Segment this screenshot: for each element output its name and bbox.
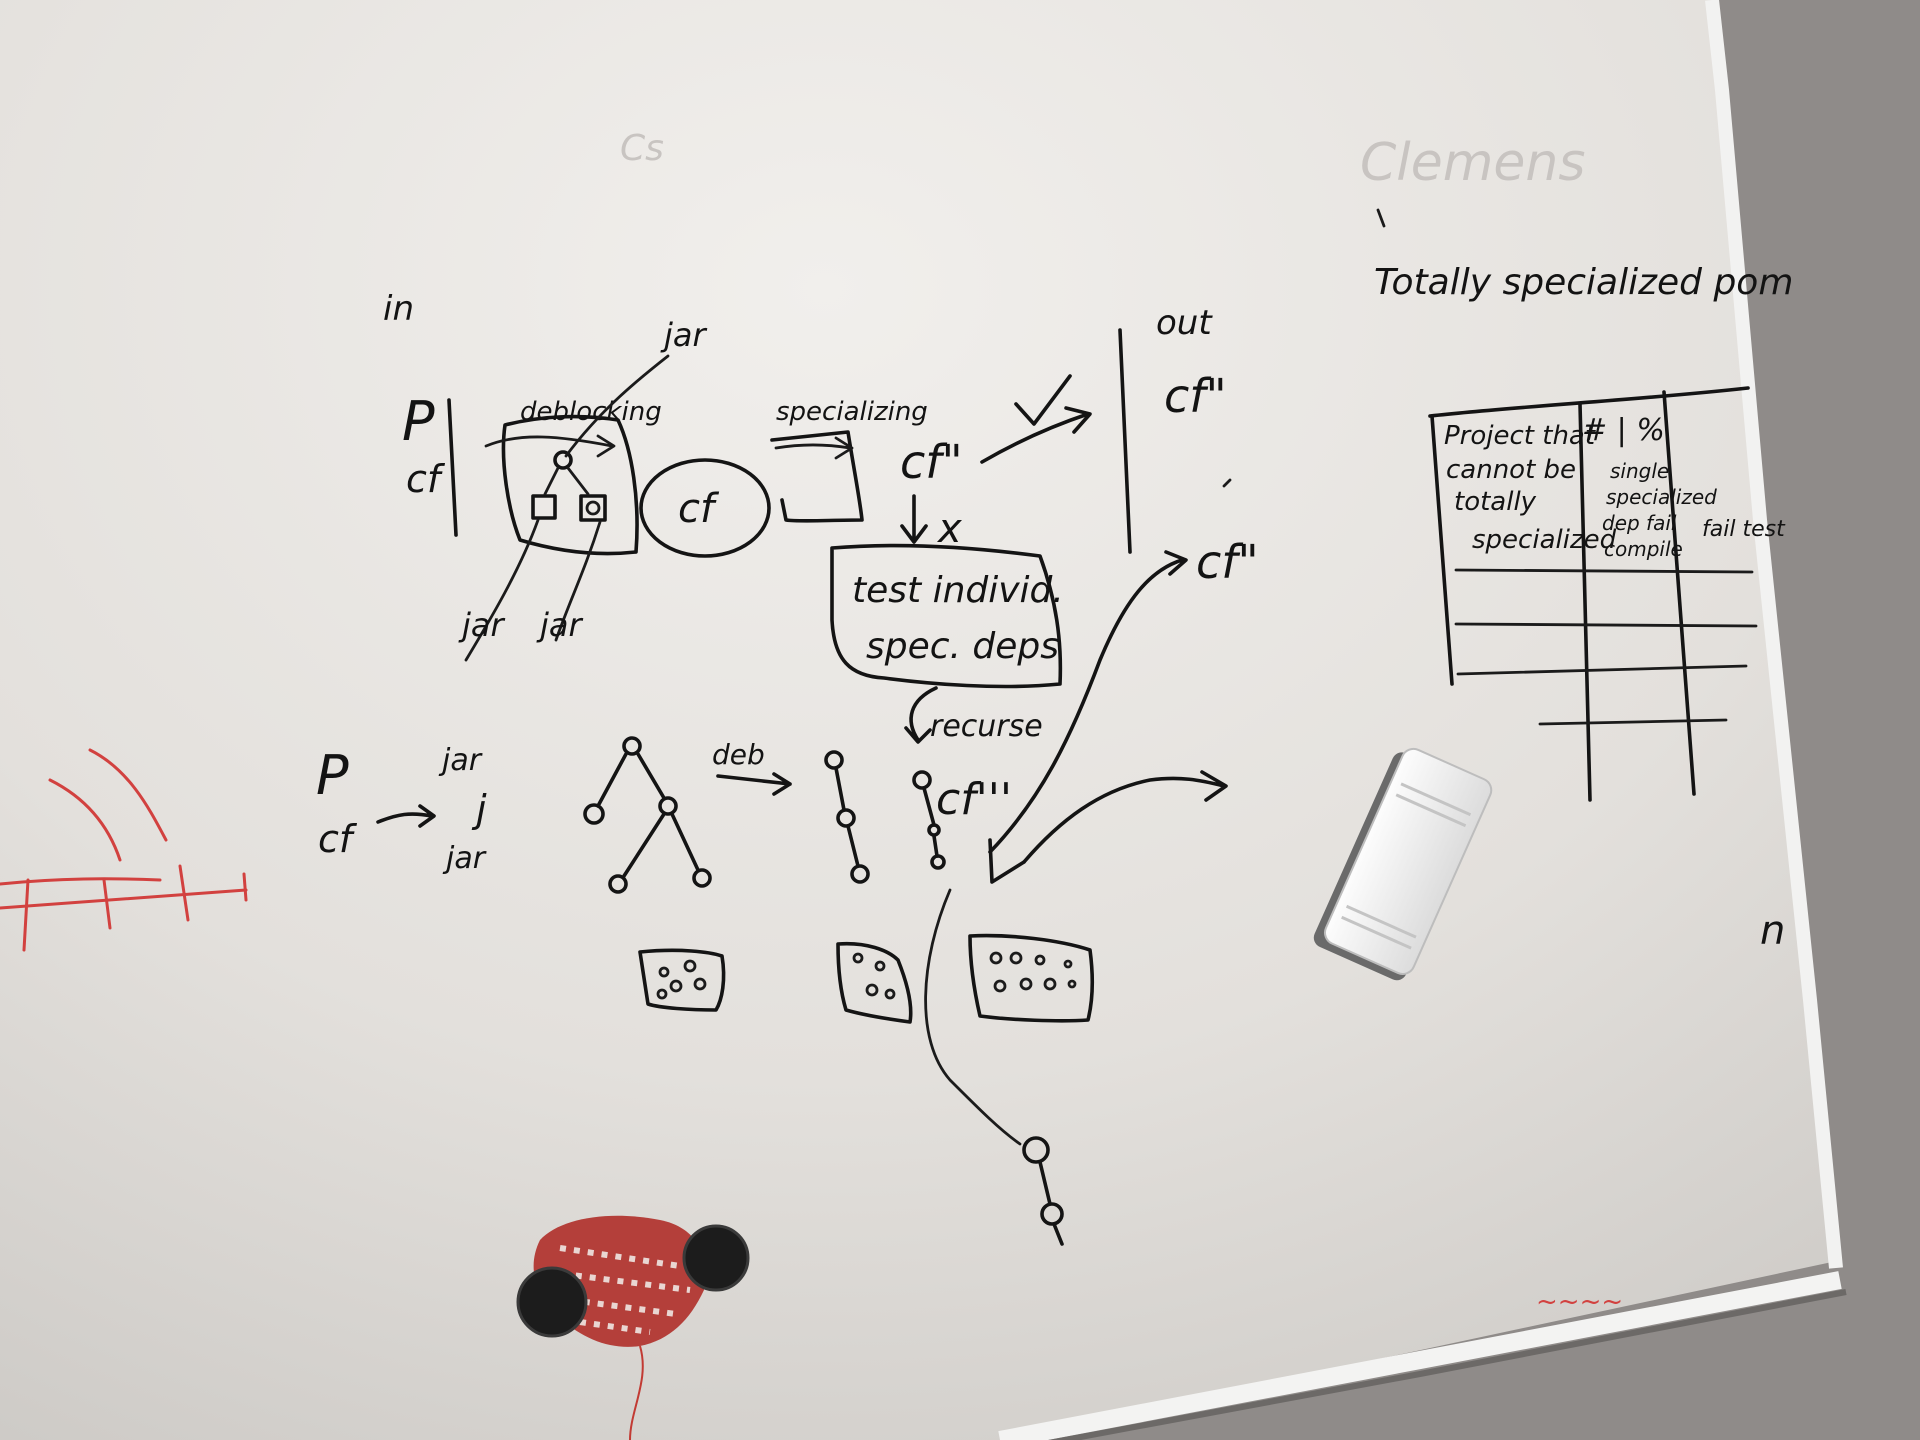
- tree-edge: [596, 752, 628, 808]
- jar-node-right-dot: [585, 500, 601, 516]
- ghost-text: Clemens: [1360, 133, 1585, 193]
- dice-box-3: [968, 933, 1094, 1023]
- tree-root-node: [553, 450, 573, 470]
- bottom-red-text: ~~~~: [1536, 1287, 1623, 1317]
- tree-edge: [636, 752, 666, 800]
- whiteboard-frame-bottom: [998, 1271, 1842, 1440]
- tree-edge: [566, 466, 590, 496]
- deb-arrow: [716, 772, 792, 796]
- tree-edge: [622, 812, 666, 878]
- deblocking-arrow: [484, 434, 616, 458]
- table-col3-header: fail test: [1702, 517, 1786, 542]
- dice-box-2: [836, 941, 913, 1024]
- bottom-chain-node: [1022, 1136, 1050, 1164]
- specializing-label: specializing: [776, 397, 928, 427]
- cf-to-out-arrow: [980, 406, 1092, 464]
- red-marker-scribble: [0, 748, 248, 952]
- specializing-box: [770, 430, 864, 523]
- jar-right-label: jar: [536, 606, 584, 644]
- lower-cf-label: cf: [318, 817, 358, 861]
- chain-node: [824, 750, 844, 770]
- chain-node: [912, 770, 932, 790]
- cf-double-prime-label: cf": [900, 435, 963, 489]
- chain-node: [850, 864, 870, 884]
- whiteboard-eraser[interactable]: [1311, 742, 1495, 985]
- table-col1-header: Project that cannot be totally specializ…: [1444, 421, 1617, 555]
- tree-node: [608, 874, 628, 894]
- right-panel-heading: Totally specialized pom: [1374, 262, 1793, 303]
- chain-node: [836, 808, 856, 828]
- tree-node: [583, 803, 605, 825]
- cf-circle: [639, 458, 771, 558]
- bottom-chain-node: [1040, 1202, 1064, 1226]
- whiteboard-frame-right: [1705, 0, 1843, 1269]
- input-bracket: [447, 398, 458, 537]
- checkmark: [1014, 374, 1072, 426]
- test-box-line2: spec. deps: [866, 626, 1059, 667]
- whiteboard-frame-bottom-shadow: [1048, 1289, 1847, 1440]
- bottom-chain-edge: [1038, 1160, 1052, 1206]
- descending-line: [924, 888, 1022, 1146]
- test-individ-box: [830, 543, 1063, 689]
- jar-top-label: jar: [660, 316, 708, 354]
- tree-node: [622, 736, 642, 756]
- v-bracket: [988, 838, 1026, 884]
- jar-left-pointer: [464, 518, 540, 662]
- tree-edge: [543, 466, 560, 496]
- lower-jar-3: jar: [442, 841, 487, 876]
- right-arrow-curve: [1022, 770, 1228, 864]
- test-box-line1: test individ.: [852, 570, 1064, 611]
- heading-tick: [1376, 208, 1386, 228]
- n-mark: n: [1760, 908, 1785, 954]
- magnet-left: [516, 1266, 588, 1338]
- whiteboard-surface: [0, 0, 1832, 1440]
- lower-p-label: P: [316, 744, 349, 807]
- p-label: P: [402, 390, 435, 453]
- cf-triple-prime-label: cf''': [936, 774, 1012, 825]
- deblocking-label: deblocking: [520, 397, 662, 427]
- bottom-chain-edge: [1052, 1222, 1064, 1246]
- table-col2-sub: single specialized dep fail compile: [1602, 459, 1723, 561]
- down-arrow: [900, 494, 928, 544]
- long-curve-to-cf: [988, 550, 1188, 854]
- magnet-right: [682, 1224, 750, 1292]
- in-label: in: [383, 289, 414, 329]
- cf-circle-label: cf: [678, 486, 720, 532]
- out-label: out: [1156, 303, 1213, 343]
- summary-table: [1428, 386, 1758, 802]
- tick-mark: [1222, 478, 1232, 488]
- deb-label: deb: [712, 738, 765, 771]
- deblocking-box: [501, 414, 639, 556]
- jar-left-label: jar: [458, 606, 506, 644]
- jar-node-right: [579, 494, 607, 522]
- lower-arrow: [376, 804, 436, 828]
- tree-node: [658, 796, 678, 816]
- table-col2-header: # | %: [1582, 413, 1665, 448]
- out-cf-bottom: cf": [1196, 535, 1259, 589]
- dice-box-1: [638, 948, 726, 1012]
- lower-jar-1: jar: [438, 743, 483, 778]
- tree-node: [692, 868, 712, 888]
- chain-edge: [932, 834, 939, 858]
- specializing-arrow: [774, 436, 854, 460]
- ghost-text: Cs: [620, 128, 664, 169]
- jar-top-pointer: [564, 354, 670, 458]
- tree-edge: [670, 812, 700, 872]
- cf-label: cf: [406, 457, 446, 501]
- recurse-arrow: [904, 686, 938, 744]
- chain-edge: [922, 786, 936, 827]
- chain-edge: [846, 824, 860, 868]
- jar-node-left: [531, 494, 557, 520]
- chain-edge: [834, 766, 846, 812]
- jar-right-pointer: [554, 520, 602, 642]
- recurse-label: recurse: [930, 709, 1043, 744]
- output-bracket: [1118, 328, 1132, 554]
- down-arrow-cross: x: [936, 506, 962, 552]
- out-cf-top: cf": [1164, 369, 1227, 423]
